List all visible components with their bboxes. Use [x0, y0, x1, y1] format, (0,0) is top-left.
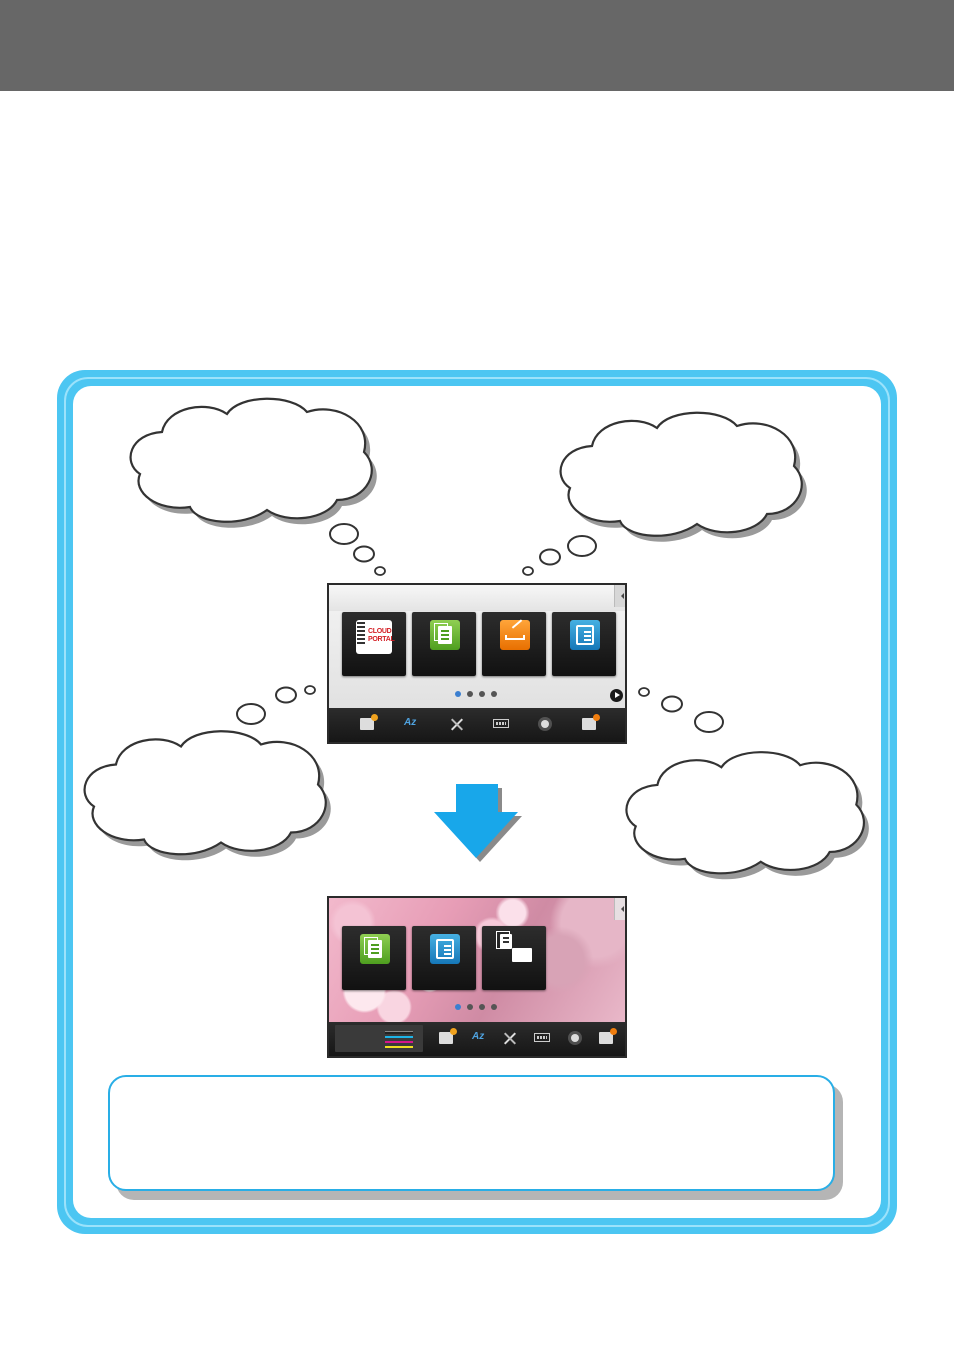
- page-dot[interactable]: [467, 1004, 473, 1010]
- fax-icon: [430, 934, 460, 964]
- down-arrow-icon: [434, 784, 522, 862]
- page-dot[interactable]: [455, 691, 461, 697]
- page-dot[interactable]: [491, 691, 497, 697]
- home-screen-before: CLOUD PORTAL Az: [327, 583, 627, 744]
- scan-to-folder-icon: [496, 931, 532, 964]
- copy-icon: [360, 934, 390, 964]
- toner-bar-cyan: [385, 1036, 413, 1038]
- keyboard-icon[interactable]: [534, 1033, 550, 1042]
- status-strip: [329, 585, 625, 611]
- bottom-toolbar: Az: [329, 1022, 625, 1056]
- thought-bubble-tr-1: [567, 535, 597, 557]
- job-status-icon[interactable]: [360, 714, 378, 730]
- thought-bubble-br-2: [661, 695, 683, 713]
- fax-icon: [570, 620, 600, 650]
- tile-fax[interactable]: [412, 926, 476, 990]
- side-panel-tab[interactable]: [614, 898, 625, 920]
- keyboard-icon[interactable]: [493, 719, 509, 728]
- language-icon[interactable]: Az: [472, 1031, 485, 1042]
- thought-bubble-bl-1: [236, 703, 266, 725]
- thought-bubble-tr-2: [539, 548, 561, 566]
- tile-scan[interactable]: [482, 612, 546, 676]
- brightness-icon[interactable]: [571, 1034, 579, 1042]
- toner-bar-magenta: [385, 1041, 413, 1043]
- document-folder-icon[interactable]: [582, 714, 600, 730]
- document-folder-icon[interactable]: [599, 1028, 617, 1044]
- thought-cloud-top-left: [129, 397, 377, 528]
- toner-level-panel: [335, 1025, 423, 1052]
- page-indicator[interactable]: [455, 1004, 497, 1010]
- thought-bubble-tl-3: [374, 566, 386, 576]
- copy-icon: [430, 620, 460, 650]
- tile-cloud-portal[interactable]: CLOUD PORTAL: [342, 612, 406, 676]
- cloud-portal-word-1: CLOUD: [368, 628, 392, 635]
- page-dot[interactable]: [467, 691, 473, 697]
- job-status-icon[interactable]: [439, 1028, 457, 1044]
- thought-bubble-bl-2: [275, 686, 297, 704]
- thought-bubble-tr-3: [522, 566, 534, 576]
- thought-cloud-top-right: [559, 411, 807, 542]
- thought-cloud-bottom-right: [625, 751, 869, 880]
- thought-bubble-tl-1: [329, 523, 359, 545]
- cloud-portal-icon: CLOUD PORTAL: [356, 620, 395, 654]
- tile-copy[interactable]: [412, 612, 476, 676]
- thought-bubble-tl-2: [353, 545, 375, 563]
- brightness-icon[interactable]: [541, 720, 549, 728]
- settings-tools-icon[interactable]: [450, 718, 464, 730]
- thought-bubble-bl-3: [304, 685, 316, 695]
- thought-bubble-br-3: [694, 711, 724, 733]
- page-dot[interactable]: [491, 1004, 497, 1010]
- scan-icon: [500, 620, 530, 650]
- header-bar: [0, 0, 954, 91]
- next-page-button[interactable]: [610, 689, 623, 702]
- toner-bar-yellow: [385, 1046, 413, 1048]
- side-panel-tab[interactable]: [614, 585, 625, 607]
- cloud-portal-word-2: PORTAL: [368, 636, 395, 643]
- page-indicator[interactable]: [455, 691, 497, 697]
- note-box: [108, 1075, 835, 1191]
- language-icon[interactable]: Az: [404, 717, 417, 728]
- page-dot[interactable]: [455, 1004, 461, 1010]
- home-screen-after: Az: [327, 896, 627, 1058]
- tile-scan-to-folder[interactable]: [482, 926, 546, 990]
- settings-tools-icon[interactable]: [503, 1032, 517, 1044]
- bottom-toolbar: Az: [329, 708, 625, 742]
- tile-fax[interactable]: [552, 612, 616, 676]
- page-dot[interactable]: [479, 691, 485, 697]
- thought-cloud-bottom-left: [83, 730, 331, 861]
- thought-bubble-br-1: [638, 687, 650, 697]
- toner-bar-black: [385, 1031, 413, 1034]
- page-dot[interactable]: [479, 1004, 485, 1010]
- tile-copy[interactable]: [342, 926, 406, 990]
- frame-highlight: [64, 377, 890, 1227]
